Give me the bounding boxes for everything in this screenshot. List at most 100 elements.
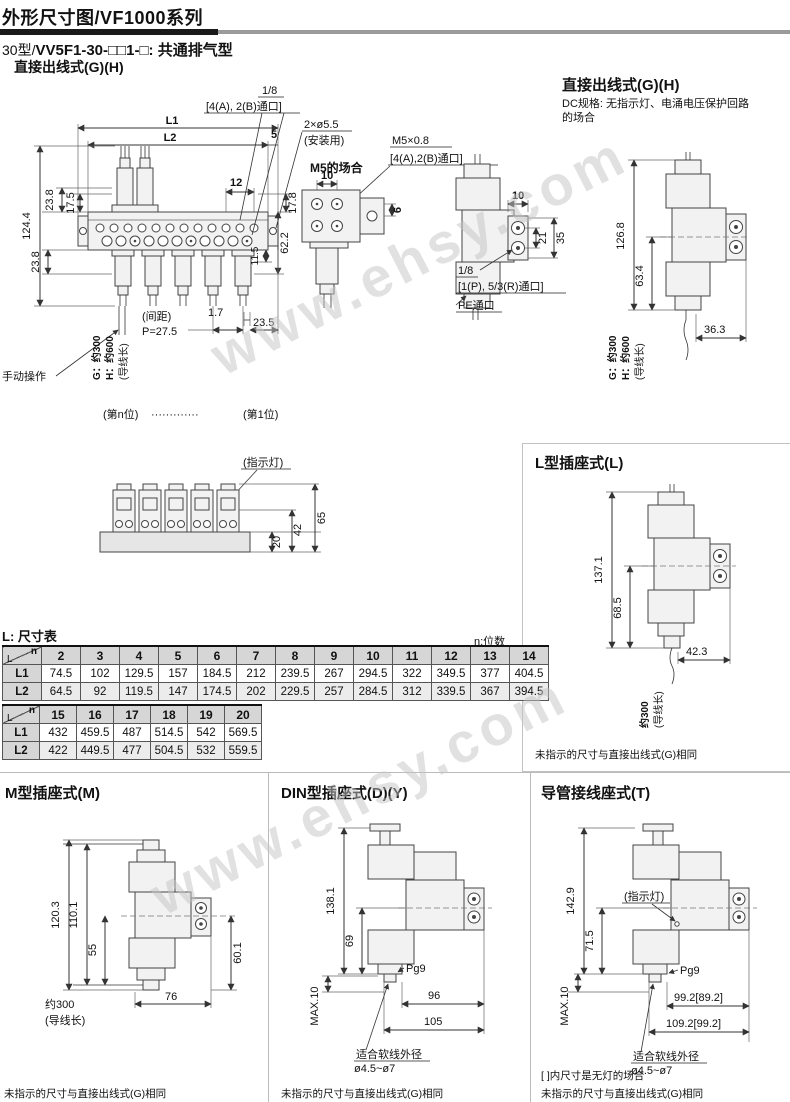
- dim-1-7: 1.7: [208, 307, 223, 319]
- table-cell: 404.5: [509, 664, 549, 683]
- row-label-l2: L2: [2, 741, 40, 760]
- t-panel-footer: 未指示的尺寸与直接出线式(G)相同: [541, 1088, 704, 1100]
- table-cell: 432: [39, 723, 77, 742]
- table-cell: 174.5: [197, 682, 237, 701]
- table-cell: 147: [158, 682, 198, 701]
- dim-110-1: 110.1: [68, 902, 80, 929]
- side-dim-10: 10: [512, 190, 524, 202]
- table-cell: 5: [158, 645, 198, 665]
- pitch-label: (间距): [142, 310, 171, 323]
- dim-69: 69: [344, 935, 356, 947]
- mount-note-label: (安装用): [304, 133, 344, 147]
- l-plug-drawing: 137.1 68.5 42.3 约300 (导线长): [593, 484, 736, 728]
- table-cell: 532: [187, 741, 225, 760]
- table-cell: 10: [353, 645, 393, 665]
- section-heading-gh: 直接出线式(G)(H): [14, 59, 124, 75]
- table-cell: 119.5: [119, 682, 159, 701]
- table-cell: 312: [392, 682, 432, 701]
- l-lead-label: 约300: [638, 701, 651, 728]
- dim-17-5: 17.5: [65, 192, 77, 213]
- table-cell: 504.5: [150, 741, 188, 760]
- dim-11-5: 11.5: [250, 246, 261, 265]
- lead-h-label: H：约600: [103, 336, 116, 380]
- table-cell: 212: [236, 664, 276, 683]
- dim-96: 96: [428, 990, 440, 1002]
- table-cell: 202: [236, 682, 276, 701]
- corner-l: L: [7, 713, 13, 724]
- m-plug-drawing: 120.3 110.1 55 60.1 76 约300 (导线长): [45, 839, 244, 1027]
- conduit-terminal-title: 导管接线座式(T): [541, 785, 651, 802]
- row-label-l1: L1: [2, 664, 42, 683]
- panel-divider-2: [530, 772, 531, 1102]
- manual-override-label: 手动操作: [2, 369, 46, 383]
- side-dim-35: 35: [555, 232, 567, 244]
- dim-42-3: 42.3: [686, 646, 707, 658]
- m-plug-title: M型插座式(M): [5, 785, 100, 802]
- dim-5: 5: [271, 129, 277, 141]
- dim-124-4: 124.4: [21, 212, 33, 240]
- table-cell: 102: [80, 664, 120, 683]
- table-cell: 184.5: [197, 664, 237, 683]
- table-cell: 20: [224, 704, 262, 724]
- table-cell: 15: [39, 704, 77, 724]
- l-plug-panel: L型插座式(L) 137.1 68.5 42.3 约300 (导线长): [522, 443, 790, 772]
- table-cell: 284.5: [353, 682, 393, 701]
- table-cell: 229.5: [275, 682, 315, 701]
- row-label-l2: L2: [2, 682, 42, 701]
- dim-55: 55: [87, 944, 99, 956]
- dim-62-2: 62.2: [279, 232, 291, 253]
- right-side-view-drawing: 126.8 63.4 36.3 G：约300 H：约600 (导线长): [606, 152, 750, 380]
- table-cell: 514.5: [150, 723, 188, 742]
- dim-65: 65: [316, 512, 328, 524]
- table-cell: 16: [76, 704, 114, 724]
- dim-137-1: 137.1: [593, 556, 605, 584]
- l-lead-length: (导线长): [652, 691, 665, 728]
- side-view-g-drawing: 10 21 35 1/8 [1(P), 5/3(R)通口] PE通口: [455, 154, 567, 320]
- m5-port-label: [4(A),2(B)通口]: [390, 152, 463, 165]
- side-thread-label: 1/8: [458, 265, 473, 277]
- table-cell: 542: [187, 723, 225, 742]
- side-port-label: [1(P), 5/3(R)通口]: [458, 280, 544, 293]
- table-cell: 339.5: [431, 682, 471, 701]
- corner-l: L: [7, 654, 13, 665]
- table-cell: 17: [113, 704, 151, 724]
- row-label-l1: L1: [2, 723, 40, 742]
- corner-n: n: [28, 705, 35, 716]
- table-cell: 13: [470, 645, 510, 665]
- table-cell: 422: [39, 741, 77, 760]
- model-prefix: 30型/: [2, 42, 36, 58]
- station-units: [112, 483, 240, 533]
- din-plug-title: DIN型插座式(D)(Y): [281, 785, 408, 802]
- table-cell: 11: [392, 645, 432, 665]
- dim-68-5: 68.5: [612, 597, 624, 618]
- m-lead-label: 约300: [45, 998, 74, 1011]
- table-cell: 2: [41, 645, 81, 665]
- l-plug-title: L型插座式(L): [535, 455, 624, 472]
- dim-105: 105: [424, 1016, 442, 1028]
- table-cell: 459.5: [76, 723, 114, 742]
- table-cell: 92: [80, 682, 120, 701]
- dim-L2: L2: [164, 132, 177, 144]
- table-cell: 239.5: [275, 664, 315, 683]
- table-cell: 7: [236, 645, 276, 665]
- dim-126-8: 126.8: [615, 222, 627, 250]
- table-cell: 64.5: [41, 682, 81, 701]
- model-number: VV5F1-30-□□1-□: [35, 42, 149, 59]
- dim-142-9: 142.9: [565, 887, 577, 915]
- lamp-label: (指示灯): [243, 455, 283, 469]
- table-cell: 6: [197, 645, 237, 665]
- table-cell: 157: [158, 664, 198, 683]
- size-table-title: L: 尺寸表: [2, 629, 57, 644]
- table-cell: 349.5: [431, 664, 471, 683]
- l-plug-footer: 未指示的尺寸与直接出线式(G)相同: [535, 749, 698, 761]
- model-suffix: : 共通排气型: [148, 42, 233, 59]
- dim-138-1: 138.1: [325, 887, 337, 915]
- conduit-terminal-drawing: (指示灯) 142.9 71.5 Pg9 MAX.10 99.2[89.2] 1…: [559, 823, 757, 1077]
- m-lead-length: (导线长): [45, 1013, 85, 1027]
- t-cable-note2: ø4.5~ø7: [631, 1065, 672, 1077]
